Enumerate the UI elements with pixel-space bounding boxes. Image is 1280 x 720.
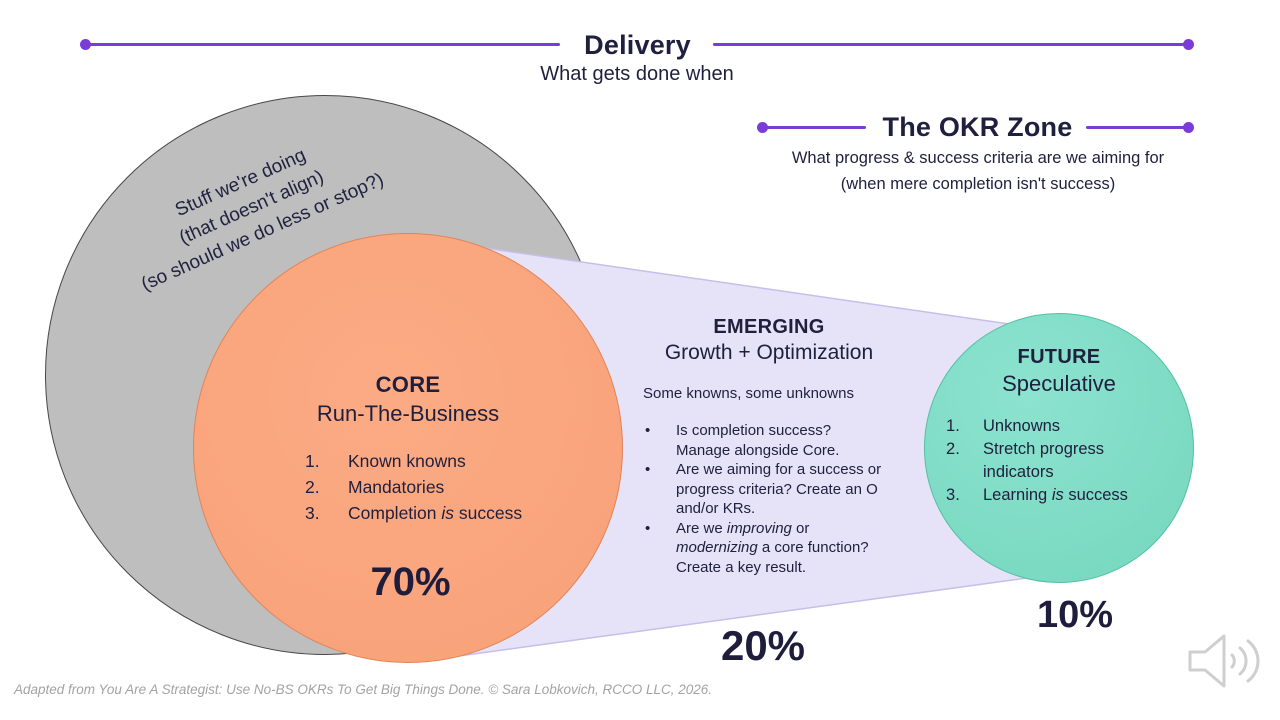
emerging-percent: 20% (720, 622, 806, 669)
list-item: Are we improving or modernizing a core f… (645, 519, 900, 578)
okr-zone-subtitle: What progress & success criteria are we … (760, 146, 1196, 197)
core-title: CORE (375, 372, 441, 397)
emerging-list: Is completion success? Manage alongside … (638, 421, 900, 577)
okr-rule-left-dot (757, 122, 768, 133)
core-percent: 70% (370, 560, 451, 604)
future-percent: 10% (1036, 594, 1114, 636)
delivery-subtitle: What gets done when (540, 63, 734, 85)
okr-zone-subtitle-line1: What progress & success criteria are we … (791, 149, 1165, 167)
attribution-text: Adapted from You Are A Strategist: Use N… (14, 682, 713, 697)
delivery-rule-right-dot (1183, 39, 1194, 50)
core-subtitle: Run-The-Business (316, 401, 500, 426)
list-item: Is completion success? Manage alongside … (645, 421, 900, 460)
delivery-title: Delivery (584, 30, 691, 60)
future-title: FUTURE (1017, 346, 1101, 368)
okr-zone-title: The OKR Zone (882, 112, 1073, 142)
future-subtitle: Speculative (1002, 371, 1116, 396)
delivery-rule-left (88, 43, 560, 46)
okr-rule-right (1086, 126, 1186, 129)
list-item: Mandatories (305, 474, 445, 500)
sound-wave-large (1246, 639, 1260, 683)
list-item: Unknowns (946, 415, 1061, 438)
speaker-body-shape (1188, 634, 1226, 688)
emerging-title: EMERGING (713, 316, 825, 338)
audio-speaker-icon[interactable] (1180, 628, 1268, 694)
emerging-note: Some knowns, some unknowns (643, 385, 854, 402)
okr-rule-right-dot (1183, 122, 1194, 133)
emerging-text-block: EMERGING Growth + Optimization Some know… (638, 316, 900, 577)
list-item: Completion is success (305, 500, 523, 526)
list-item: Are we aiming for a success or progress … (645, 460, 900, 519)
list-item: Stretch progress indicators (946, 438, 1105, 481)
delivery-rule-left-dot (80, 39, 91, 50)
list-item: Learning is success (946, 484, 1128, 507)
okr-rule-left (765, 126, 866, 129)
delivery-rule-right (713, 43, 1186, 46)
emerging-subtitle: Growth + Optimization (664, 341, 874, 364)
sound-wave-medium (1238, 646, 1248, 676)
list-item: Known knowns (305, 448, 466, 474)
sound-wave-small (1230, 653, 1236, 669)
okr-zone-subtitle-line2: (when mere completion isn't success) (840, 174, 1116, 193)
